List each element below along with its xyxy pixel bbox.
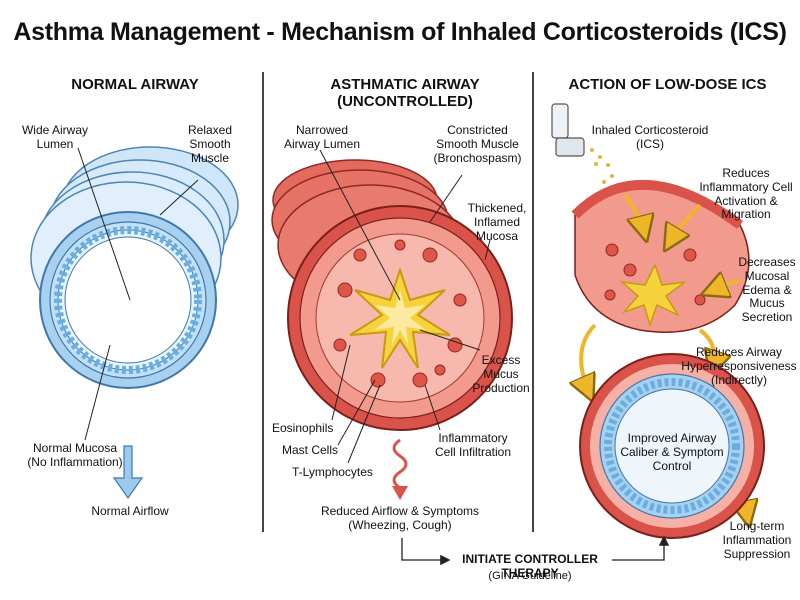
label-long-term-suppression: Long-term Inflammation Suppression (722, 519, 792, 561)
label-reduces-activation: Reduces Inflammatory Cell Activation & M… (699, 166, 793, 222)
panel-divider-left (262, 72, 264, 532)
label-thickened-mucosa: Thickened, Inflamed Mucosa (467, 201, 527, 243)
label-reduced-airflow: Reduced Airflow & Symptoms (Wheezing, Co… (320, 504, 480, 532)
label-improved-airway-caliber: Improved Airway Caliber & Symptom Contro… (620, 431, 724, 473)
label-inflammatory-infiltration: Inflammatory Cell Infiltration (434, 431, 512, 459)
label-t-lymphocytes: T-Lymphocytes (292, 465, 373, 479)
normal-airway-illustration (30, 146, 239, 500)
leader-lines (77, 147, 491, 464)
label-normal-airflow: Normal Airflow (91, 504, 169, 518)
asthmatic-airway-illustration (271, 159, 513, 500)
label-excess-mucus: Excess Mucus Production (472, 353, 530, 395)
panel-divider-right (532, 72, 534, 532)
label-eosinophils: Eosinophils (272, 421, 334, 435)
label-inhaled-corticosteroid: Inhaled Corticosteroid (ICS) (591, 123, 709, 151)
label-reduces-hyperresponsiveness: Reduces Airway Hyperresponsiveness (Indi… (681, 345, 797, 387)
label-relaxed-smooth-muscle: Relaxed Smooth Muscle (187, 123, 233, 165)
initiate-controller-therapy: INITIATE CONTROLLER THERAPY (462, 552, 598, 580)
label-mast-cells: Mast Cells (282, 443, 339, 457)
asthmatic-airway-header: ASTHMATIC AIRWAY (UNCONTROLLED) (330, 76, 480, 111)
label-narrowed-airway-lumen: Narrowed Airway Lumen (283, 123, 361, 151)
ics-action-header: ACTION OF LOW-DOSE ICS (568, 76, 767, 93)
label-normal-mucosa: Normal Mucosa (No Inflammation) (27, 441, 123, 469)
normal-airway-header: NORMAL AIRWAY (71, 76, 199, 93)
label-wide-airway-lumen: Wide Airway Lumen (21, 123, 89, 151)
page-title: Asthma Management - Mechanism of Inhaled… (13, 18, 787, 46)
label-decreases-edema: Decreases Mucosal Edema & Mucus Secretio… (738, 255, 796, 325)
label-constricted-smooth-muscle: Constricted Smooth Muscle (Bronchospasm) (433, 123, 522, 165)
gina-guideline: (GINA Guideline) (488, 570, 572, 582)
ics-illustration (551, 103, 765, 539)
